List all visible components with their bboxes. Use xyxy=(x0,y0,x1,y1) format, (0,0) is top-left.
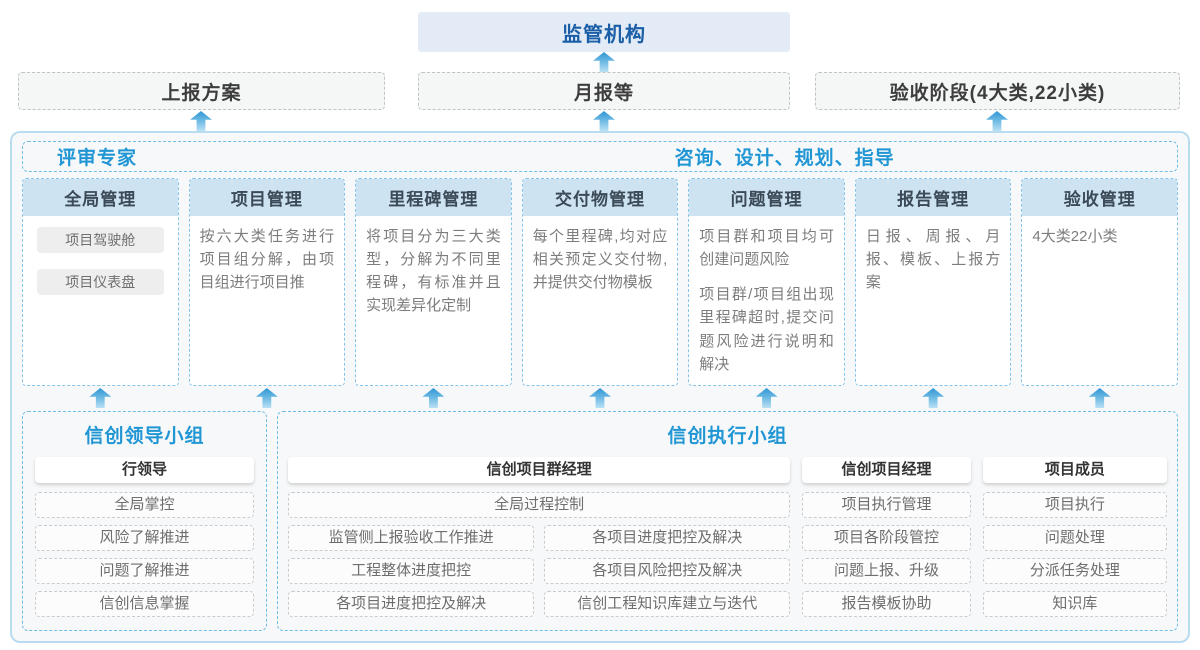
output-box-acceptance-stage: 验收阶段(4大类,22小类) xyxy=(815,72,1180,110)
column-text: 4大类22小类 xyxy=(1032,227,1118,245)
up-arrow-icon xyxy=(986,111,1008,131)
pgm-item: 各项目进度把控及解决 xyxy=(288,591,535,617)
pgm-item: 监管侧上报验收工作推进 xyxy=(288,525,535,551)
column-deliverable-management: 交付物管理 每个里程碑,均对应相关预定义交付物,并提供交付物模板 xyxy=(521,177,679,386)
review-experts-label: 评审专家 xyxy=(57,148,138,169)
leadership-item: 全局掌控 xyxy=(35,492,254,518)
up-arrow-icon xyxy=(255,388,278,408)
column-title: 问题管理 xyxy=(689,178,844,216)
consulting-design-label: 咨询、设计、规划、指导 xyxy=(674,148,895,169)
member-item: 项目执行 xyxy=(982,492,1167,518)
role-bank-leader: 行领导 xyxy=(35,457,254,483)
output-label: 验收阶段(4大类,22小类) xyxy=(889,82,1106,104)
leadership-group: 信创领导小组 行领导 全局掌控 风险了解推进 问题了解推进 信创信息掌握 xyxy=(22,411,267,631)
output-box-report-plan: 上报方案 xyxy=(18,72,385,110)
column-text: 项目群/项目组出现里程碑超时,提交问题风险进行说明和解决 xyxy=(699,286,834,373)
pm-item: 项目各阶段管控 xyxy=(802,525,971,551)
pgm-item: 各项目进度把控及解决 xyxy=(544,525,791,551)
project-member-column: 项目成员 项目执行 问题处理 分派任务处理 知识库 xyxy=(982,457,1167,624)
pm-item: 报告模板协助 xyxy=(802,591,971,617)
column-report-management: 报告管理 日报、周报、月报、模板、上报方案 xyxy=(854,177,1012,386)
chip-project-cockpit: 项目驾驶舱 xyxy=(37,226,164,253)
platform-container: 评审专家 咨询、设计、规划、指导 全局管理 项目驾驶舱 项目仪表盘 项目管理 按… xyxy=(10,131,1190,643)
column-text: 日报、周报、月报、模板、上报方案 xyxy=(865,227,1001,292)
up-arrow-icon xyxy=(190,111,212,131)
role-project-member: 项目成员 xyxy=(982,457,1167,483)
pgm-item: 各项目风险把控及解决 xyxy=(544,558,791,584)
execution-group: 信创执行小组 信创项目群经理 全局过程控制 监管侧上报验收工作推进 各项目进度把… xyxy=(277,411,1178,631)
up-arrow-icon xyxy=(422,388,445,408)
experts-bar: 评审专家 咨询、设计、规划、指导 xyxy=(22,141,1178,172)
column-milestone-management: 里程碑管理 将项目分为三大类型，分解为不同里程碑，有标准并且实现差异化定制 xyxy=(355,177,512,386)
column-body: 日报、周报、月报、模板、上报方案 xyxy=(856,216,1011,304)
up-arrow-icon xyxy=(593,52,615,72)
pgm-item-full: 全局过程控制 xyxy=(288,492,791,518)
column-body: 项目群和项目均可创建问题风险 项目群/项目组出现里程碑超时,提交问题风险进行说明… xyxy=(689,216,844,386)
execution-group-title: 信创执行小组 xyxy=(667,426,788,447)
up-arrow-icon xyxy=(1088,388,1111,408)
column-text: 项目群和项目均可创建问题风险 xyxy=(699,227,834,268)
column-text: 每个里程碑,均对应相关预定义交付物,并提供交付物模板 xyxy=(532,227,668,292)
column-title: 全局管理 xyxy=(23,178,178,216)
role-project-manager: 信创项目经理 xyxy=(802,457,971,483)
column-body: 每个里程碑,均对应相关预定义交付物,并提供交付物模板 xyxy=(523,216,678,304)
pgm-item: 信创工程知识库建立与迭代 xyxy=(544,591,791,617)
column-title: 验收管理 xyxy=(1022,178,1177,216)
leadership-item: 问题了解推进 xyxy=(35,558,254,584)
column-arrows xyxy=(22,388,1178,408)
pgm-item: 工程整体进度把控 xyxy=(288,558,535,584)
column-acceptance-management: 验收管理 4大类22小类 xyxy=(1021,177,1178,386)
column-body: 4大类22小类 xyxy=(1022,216,1177,257)
pgm-items: 监管侧上报验收工作推进 各项目进度把控及解决 工程整体进度把控 各项目风险把控及… xyxy=(288,525,791,624)
program-manager-column: 信创项目群经理 全局过程控制 监管侧上报验收工作推进 各项目进度把控及解决 工程… xyxy=(288,457,791,624)
column-project-management: 项目管理 按六大类任务进行项目组分解，由项目组进行项目推 xyxy=(188,177,346,386)
member-item: 问题处理 xyxy=(982,525,1167,551)
column-issue-management: 问题管理 项目群和项目均可创建问题风险 项目群/项目组出现里程碑超时,提交问题风… xyxy=(688,177,845,386)
leadership-group-title: 信创领导小组 xyxy=(84,426,205,447)
up-arrow-icon xyxy=(755,388,778,408)
role-program-manager: 信创项目群经理 xyxy=(288,457,791,483)
column-text: 按六大类任务进行项目组分解，由项目组进行项目推 xyxy=(199,227,335,292)
up-arrow-icon xyxy=(922,388,945,408)
column-title: 交付物管理 xyxy=(522,178,678,216)
column-global-management: 全局管理 项目驾驶舱 项目仪表盘 xyxy=(22,177,179,386)
execution-grid: 信创项目群经理 全局过程控制 监管侧上报验收工作推进 各项目进度把控及解决 工程… xyxy=(288,457,1167,624)
column-body: 将项目分为三大类型，分解为不同里程碑，有标准并且实现差异化定制 xyxy=(356,216,511,327)
chip-project-dashboard: 项目仪表盘 xyxy=(37,268,164,295)
member-item: 知识库 xyxy=(982,591,1167,617)
pm-item: 项目执行管理 xyxy=(802,492,971,518)
column-title: 里程碑管理 xyxy=(356,178,511,216)
regulator-label: 监管机构 xyxy=(562,23,646,46)
column-title: 报告管理 xyxy=(855,178,1011,216)
column-body: 按六大类任务进行项目组分解，由项目组进行项目推 xyxy=(190,216,345,304)
up-arrow-icon xyxy=(89,388,112,408)
pm-item: 问题上报、升级 xyxy=(802,558,971,584)
project-manager-column: 信创项目经理 项目执行管理 项目各阶段管控 问题上报、升级 报告模板协助 xyxy=(802,457,971,624)
up-arrow-icon xyxy=(593,111,615,131)
bottom-groups: 信创领导小组 行领导 全局掌控 风险了解推进 问题了解推进 信创信息掌握 信创执… xyxy=(22,411,1178,631)
regulator-box: 监管机构 xyxy=(418,12,790,52)
output-label: 上报方案 xyxy=(161,82,242,104)
column-text: 将项目分为三大类型，分解为不同里程碑，有标准并且实现差异化定制 xyxy=(366,227,501,315)
management-columns: 全局管理 项目驾驶舱 项目仪表盘 项目管理 按六大类任务进行项目组分解，由项目组… xyxy=(22,177,1178,386)
output-box-monthly-report: 月报等 xyxy=(418,72,790,110)
up-arrow-icon xyxy=(588,388,611,408)
column-title: 项目管理 xyxy=(189,178,345,216)
column-body: 项目驾驶舱 项目仪表盘 xyxy=(23,216,178,320)
leadership-item: 信创信息掌握 xyxy=(35,591,254,617)
member-item: 分派任务处理 xyxy=(982,558,1167,584)
output-label: 月报等 xyxy=(573,82,634,104)
leadership-item: 风险了解推进 xyxy=(35,525,254,551)
